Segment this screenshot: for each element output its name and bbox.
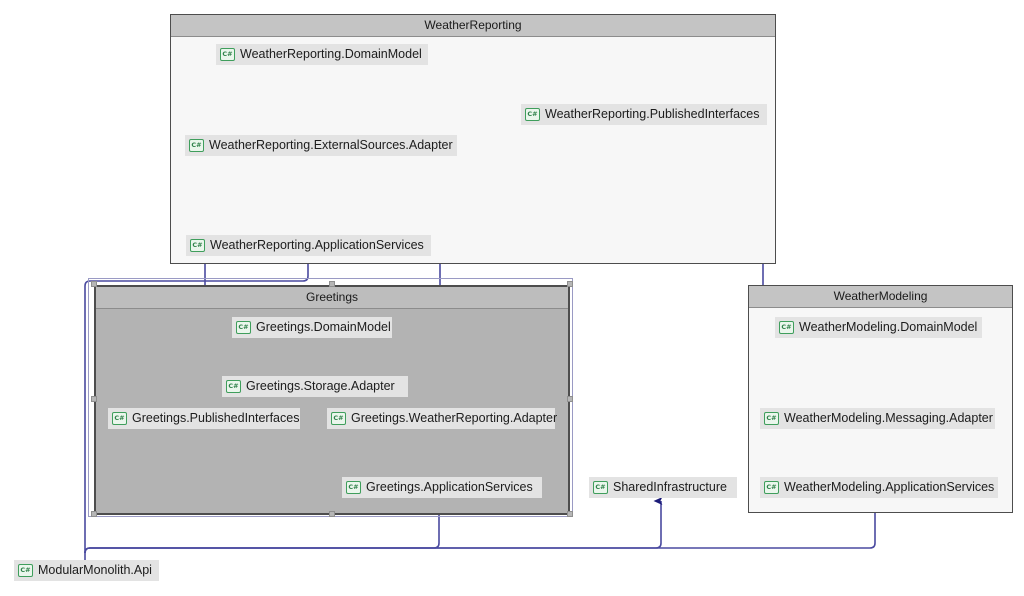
node-weatherreporting-applicationservices[interactable]: WeatherReporting.ApplicationServices — [186, 235, 431, 256]
node-label: WeatherReporting.ApplicationServices — [210, 238, 424, 252]
selection-handle-e[interactable] — [567, 396, 573, 402]
selection-handle-sw[interactable] — [91, 511, 97, 517]
selection-handle-ne[interactable] — [567, 281, 573, 287]
node-label: WeatherReporting.PublishedInterfaces — [545, 107, 760, 121]
csharp-project-icon — [593, 481, 608, 494]
csharp-project-icon — [331, 412, 346, 425]
node-label: Greetings.Storage.Adapter — [246, 379, 395, 393]
node-greetings-domainmodel[interactable]: Greetings.DomainModel — [232, 317, 392, 338]
csharp-project-icon — [236, 321, 251, 334]
node-label: Greetings.WeatherReporting.Adapter — [351, 411, 558, 425]
node-label: WeatherModeling.ApplicationServices — [784, 480, 995, 494]
csharp-project-icon — [190, 239, 205, 252]
group-greetings[interactable]: Greetings — [94, 285, 570, 515]
node-greetings-storage-adapter[interactable]: Greetings.Storage.Adapter — [222, 376, 408, 397]
node-modularmonolith-api[interactable]: ModularMonolith.Api — [14, 560, 159, 581]
node-greetings-publishedinterfaces[interactable]: Greetings.PublishedInterfaces — [108, 408, 300, 429]
csharp-project-icon — [346, 481, 361, 494]
csharp-project-icon — [525, 108, 540, 121]
node-greetings-applicationservices[interactable]: Greetings.ApplicationServices — [342, 477, 542, 498]
selection-handle-s[interactable] — [329, 511, 335, 517]
csharp-project-icon — [220, 48, 235, 61]
csharp-project-icon — [764, 412, 779, 425]
node-sharedinfrastructure[interactable]: SharedInfrastructure — [589, 477, 737, 498]
csharp-project-icon — [189, 139, 204, 152]
group-title-weather-reporting: WeatherReporting — [171, 15, 775, 37]
node-weatherreporting-externalsources-adapter[interactable]: WeatherReporting.ExternalSources.Adapter — [185, 135, 457, 156]
node-weathermodeling-domainmodel[interactable]: WeatherModeling.DomainModel — [775, 317, 982, 338]
node-label: SharedInfrastructure — [613, 480, 727, 494]
node-label: WeatherModeling.Messaging.Adapter — [784, 411, 993, 425]
node-label: Greetings.ApplicationServices — [366, 480, 533, 494]
node-label: WeatherReporting.DomainModel — [240, 47, 422, 61]
node-label: ModularMonolith.Api — [38, 563, 152, 577]
node-weatherreporting-publishedinterfaces[interactable]: WeatherReporting.PublishedInterfaces — [521, 104, 767, 125]
node-weathermodeling-messaging-adapter[interactable]: WeatherModeling.Messaging.Adapter — [760, 408, 995, 429]
node-label: Greetings.DomainModel — [256, 320, 391, 334]
csharp-project-icon — [112, 412, 127, 425]
selection-handle-w[interactable] — [91, 396, 97, 402]
node-greetings-weatherreporting-adapter[interactable]: Greetings.WeatherReporting.Adapter — [327, 408, 558, 429]
csharp-project-icon — [779, 321, 794, 334]
node-weatherreporting-domainmodel[interactable]: WeatherReporting.DomainModel — [216, 44, 428, 65]
selection-handle-nw[interactable] — [91, 281, 97, 287]
csharp-project-icon — [18, 564, 33, 577]
group-title-weather-modeling: WeatherModeling — [749, 286, 1012, 308]
node-weathermodeling-applicationservices[interactable]: WeatherModeling.ApplicationServices — [760, 477, 998, 498]
csharp-project-icon — [226, 380, 241, 393]
node-label: Greetings.PublishedInterfaces — [132, 411, 300, 425]
csharp-project-icon — [764, 481, 779, 494]
selection-handle-n[interactable] — [329, 281, 335, 287]
selection-handle-se[interactable] — [567, 511, 573, 517]
node-label: WeatherReporting.ExternalSources.Adapter — [209, 138, 453, 152]
group-title-greetings: Greetings — [96, 287, 568, 309]
node-label: WeatherModeling.DomainModel — [799, 320, 978, 334]
